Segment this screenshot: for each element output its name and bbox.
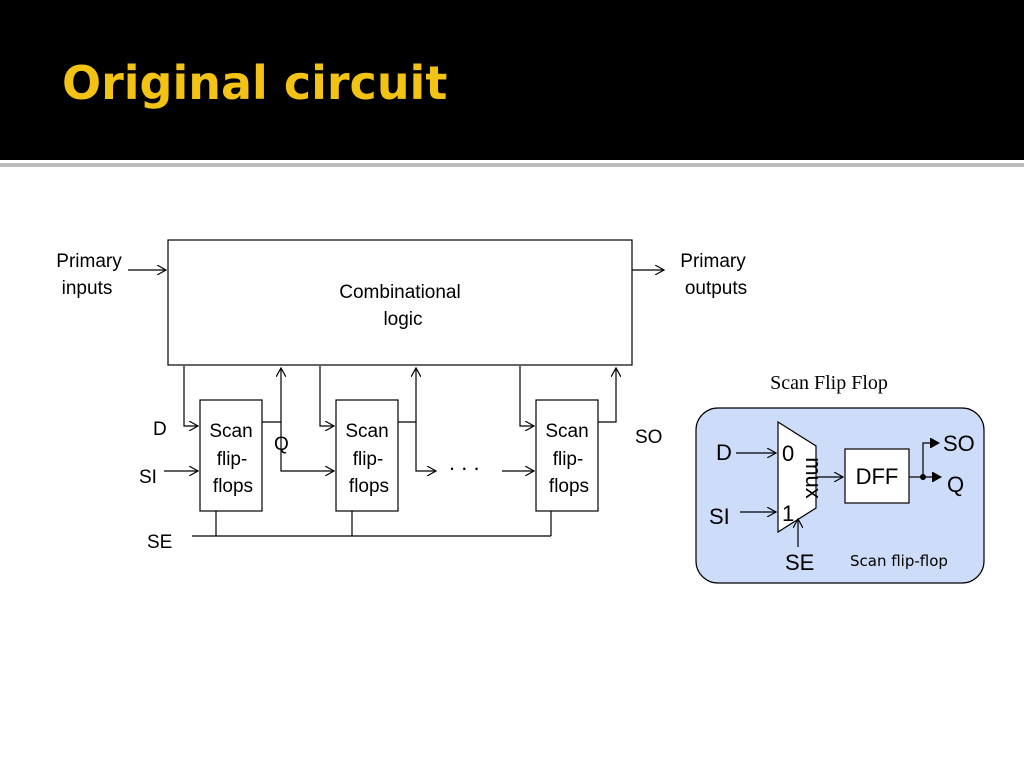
mux-block (777, 420, 817, 534)
so-feedback-3 (598, 368, 616, 423)
scan-flip-flop-1 (199, 399, 263, 512)
comb-logic-line-1: Combinational (339, 282, 460, 303)
primary-outputs-line-2: outputs (685, 278, 747, 299)
scan-ff-3-line-3: flops (549, 476, 589, 497)
scan-ff-1-line-3: flops (213, 476, 253, 497)
so-output-arrow (922, 443, 939, 477)
detail-si-label: SI (709, 504, 730, 529)
d-wire-2 (319, 366, 334, 426)
scan-flip-flop-2 (335, 399, 399, 512)
scan-flip-flop-3 (535, 399, 599, 512)
scan-chain-1-2 (280, 422, 334, 471)
primary-inputs-line-2: inputs (62, 278, 113, 299)
primary-inputs-line-1: Primary (56, 251, 122, 272)
d-wire-3 (519, 366, 534, 426)
detail-d-label: D (716, 440, 732, 465)
scan-ff-2-line-1: Scan (345, 421, 388, 442)
se-label: SE (147, 532, 172, 553)
dff-block (844, 448, 910, 504)
scan-ff-1-line-1: Scan (209, 421, 252, 442)
scan-ff-caption: Scan flip-flop (850, 552, 948, 570)
d-wire-1 (183, 366, 198, 426)
slide-title: Original circuit (62, 56, 448, 110)
scan-ff-2-line-2: flip- (353, 449, 384, 470)
chain-ellipsis: . . . (449, 450, 480, 475)
combinational-logic-box (167, 239, 633, 366)
scan-ff-detail-heading: Scan Flip Flop (770, 372, 888, 394)
scan-ff-2-line-3: flops (349, 476, 389, 497)
si-label: SI (139, 467, 157, 488)
title-divider (0, 163, 1024, 167)
detail-q-label: Q (947, 472, 964, 497)
q-feedback-2 (398, 368, 416, 423)
title-bar (0, 0, 1024, 160)
q-feedback-1 (262, 368, 281, 423)
primary-outputs-line-1: Primary (680, 251, 746, 272)
mux-in0-label: 0 (782, 441, 794, 466)
mux-in1-label: 1 (782, 501, 794, 526)
scan-ff-1-line-2: flip- (217, 449, 248, 470)
so-label: SO (635, 427, 662, 448)
mux-label: mux (801, 457, 826, 499)
scan-chain-2-dots (415, 422, 436, 471)
dff-label: DFF (856, 464, 899, 489)
scan-ff-3-line-1: Scan (545, 421, 588, 442)
scan-ff-3-line-2: flip- (553, 449, 584, 470)
d-label: D (153, 419, 167, 440)
detail-so-label: SO (943, 431, 975, 456)
detail-se-label: SE (785, 550, 814, 575)
comb-logic-line-2: logic (383, 309, 422, 330)
